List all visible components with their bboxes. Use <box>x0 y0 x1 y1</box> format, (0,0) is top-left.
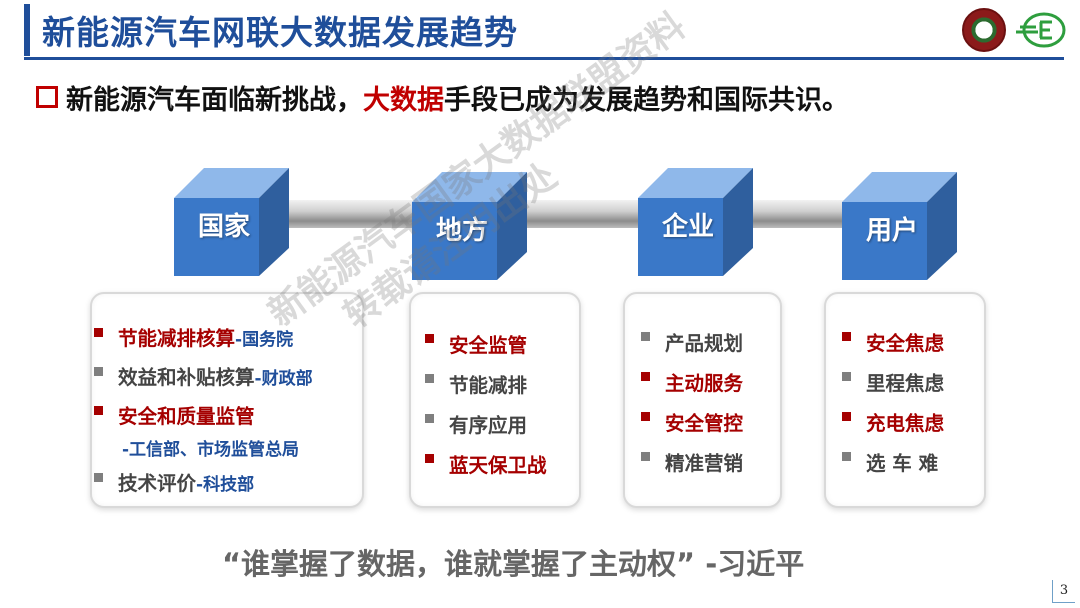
list-item: 精准营销 <box>639 444 780 484</box>
square-bullet-icon <box>425 374 434 383</box>
square-bullet-icon <box>425 414 434 423</box>
quote-text: “谁掌握了数据，谁就掌握了主动权” -习近平 <box>222 547 805 581</box>
cube-label-national: 国家 <box>197 212 250 242</box>
cube-label-enterprise: 企业 <box>661 212 714 242</box>
cube-shape <box>842 172 957 280</box>
square-bullet-icon <box>842 372 851 381</box>
card-enterprise: 产品规划 主动服务 安全管控 精准营销 <box>623 292 782 508</box>
key-message: 新能源汽车面临新挑战，大数据手段已成为发展趋势和国际共识。 <box>36 78 849 117</box>
square-bullet-icon <box>842 412 851 421</box>
cube-shape <box>174 168 289 276</box>
list-item: 主动服务 <box>639 364 780 404</box>
list-item: 充电焦虑 <box>840 404 984 444</box>
square-bullet-icon <box>641 452 650 461</box>
cube-shape <box>638 168 753 276</box>
card-local: 安全监管 节能减排 有序应用 蓝天保卫战 <box>409 292 581 508</box>
list-item: 安全和质量监管 <box>92 398 362 435</box>
list-item: 节能减排 <box>423 366 579 406</box>
key-message-part2: 手段已成为发展趋势和国际共识。 <box>444 85 849 116</box>
list-item-sub: -工信部、市场监管总局 <box>122 440 300 460</box>
page-number: 3 <box>1052 580 1075 603</box>
list-item: 产品规划 <box>639 324 780 364</box>
card-national: 节能减排核算-国务院 效益和补贴核算-财政部 安全和质量监管 -工信部、市场监管… <box>90 292 364 508</box>
square-bullet-icon <box>641 332 650 341</box>
square-bullet-icon <box>842 452 851 461</box>
list-item: 技术评价-科技部 <box>92 465 362 504</box>
card-user: 安全焦虑 里程焦虑 充电焦虑 选 车 难 <box>824 292 986 508</box>
key-message-part1: 新能源汽车面临新挑战， <box>66 85 363 116</box>
square-bullet-icon <box>94 406 103 415</box>
list-item: 选 车 难 <box>840 444 984 484</box>
square-bullet-icon <box>425 334 434 343</box>
slide-header: 新能源汽车网联大数据发展趋势 <box>0 0 1080 60</box>
cube-label-user: 用户 <box>865 216 918 246</box>
square-bullet-icon <box>94 328 103 337</box>
university-seal-logo <box>962 8 1006 52</box>
cube-shape <box>412 172 527 280</box>
square-bullet-icon <box>641 412 650 421</box>
connector-tube <box>240 200 940 228</box>
square-bullet-icon <box>425 454 434 463</box>
square-bullet-icon <box>842 332 851 341</box>
cube-national: 国家 <box>174 158 304 278</box>
list-item: 里程焦虑 <box>840 364 984 404</box>
list-item: 效益和补贴核算-财政部 <box>92 359 362 398</box>
square-bullet-icon <box>94 473 103 482</box>
cube-user: 用户 <box>842 162 972 282</box>
cube-local: 地方 <box>412 162 542 282</box>
ev-brand-logo <box>1016 12 1066 48</box>
cube-enterprise: 企业 <box>638 158 768 278</box>
list-item: 节能减排核算-国务院 <box>92 320 362 359</box>
key-message-highlight: 大数据 <box>363 85 444 116</box>
square-bullet-icon <box>94 367 103 376</box>
page-title: 新能源汽车网联大数据发展趋势 <box>42 13 518 52</box>
list-item: 安全监管 <box>423 326 579 366</box>
cube-label-local: 地方 <box>435 216 488 246</box>
list-item: 安全管控 <box>639 404 780 444</box>
list-item: 蓝天保卫战 <box>423 446 579 486</box>
square-bullet-icon <box>36 86 58 108</box>
list-item: 有序应用 <box>423 406 579 446</box>
square-bullet-icon <box>641 372 650 381</box>
list-item: 安全焦虑 <box>840 324 984 364</box>
header-divider <box>24 57 1064 60</box>
header-accent-bar <box>24 4 30 56</box>
